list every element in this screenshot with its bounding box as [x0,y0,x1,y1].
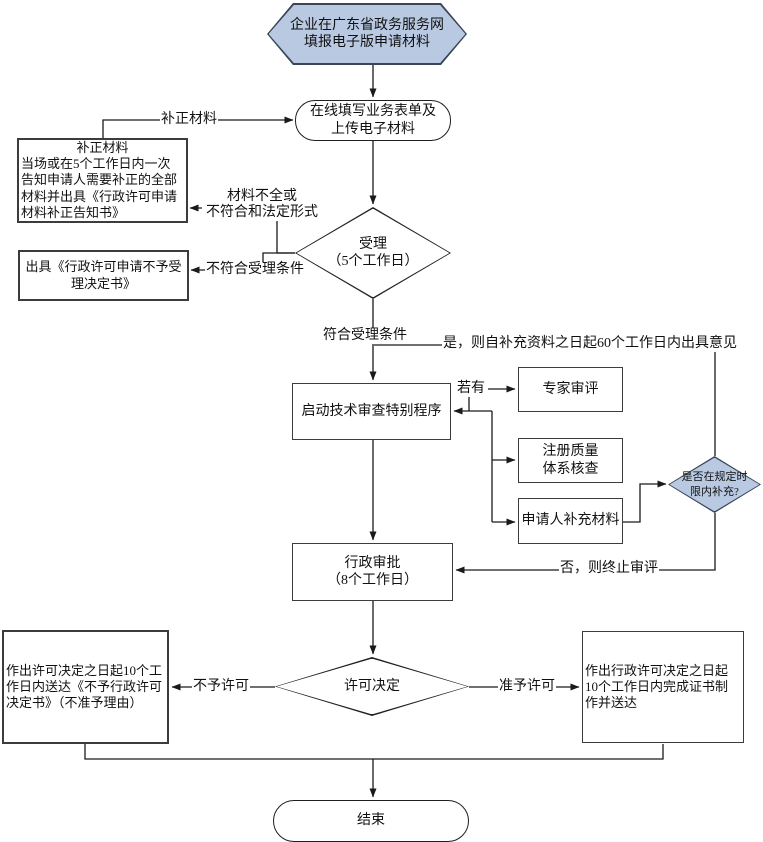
decision-diamond: 许可决定 [275,657,469,716]
online-form-label: 在线填写业务表单及 上传电子材料 [310,104,436,137]
correction-box-body: 当场或在5个工作日内一次 告知申请人需要补正的全部 材料并出具《行政许可申请 材… [21,156,178,220]
connector-supplement-to-timelimit [623,480,667,523]
edge-label-incomplete: 材料不全或 不符合和法定形式 [202,189,322,221]
supplement-box: 申请人补充材料 [518,498,623,544]
decision-diamond-label: 许可决定 [344,678,400,694]
connector-bottom-merge [84,744,664,760]
connector-no-terminate [455,513,716,574]
special-program-box: 启动技术审查特别程序 [292,383,451,440]
edge-label-yes-60days: 是，则自补充资料之日起60个工作日内出具意见 [442,336,738,352]
end-node: 结束 [273,800,469,842]
start-hexagon-fill [268,4,466,64]
connector-correction-loop [102,116,294,140]
edge-label-grant: 准予许可 [498,679,556,695]
deny-result-box: 作出许可决定之日起10个工 作日内送达《不予行政许可 决定书》（不准予理由） [2,630,169,744]
edge-label-not-qualified: 不符合受理条件 [205,262,305,278]
edge-label-correction-materials: 补正材料 [160,112,218,128]
correction-box: 补正材料 当场或在5个工作日内一次 告知申请人需要补正的全部 材料并出具《行政许… [17,138,188,223]
edge-label-qualified: 符合受理条件 [322,328,408,344]
edge-label-no-terminate: 否，则终止审评 [559,561,659,577]
edge-label-deny: 不予许可 [192,679,250,695]
expert-review-label: 专家审评 [542,381,599,397]
grant-result-label: 作出行政许可决定之日起 10个工作日内完成证书制 作并送达 [585,662,729,711]
reject-notice-label: 出具《行政许可申请不予受 理决定书》 [25,259,182,291]
start-hexagon-label: 企业在广东省政务服务网 填报电子版申请材料 [290,17,444,51]
start-hexagon: 企业在广东省政务服务网 填报电子版申请材料 [267,3,467,65]
edge-label-if-any: 若有 [456,381,486,397]
online-form-node: 在线填写业务表单及 上传电子材料 [295,100,451,141]
end-node-label: 结束 [357,813,385,829]
quality-check-box: 注册质量 体系核查 [518,438,623,483]
time-limit-diamond-label: 是否在规定时 限内补充? [681,471,748,498]
deny-result-label: 作出许可决定之日起10个工 作日内送达《不予行政许可 决定书》（不准予理由） [6,662,163,711]
expert-review-box: 专家审评 [518,367,623,412]
supplement-label: 申请人补充材料 [521,513,620,529]
approval-box: 行政审批 （8个工作日） [292,543,453,601]
special-program-label: 启动技术审查特别程序 [301,403,442,419]
time-limit-diamond: 是否在规定时 限内补充? [668,456,761,513]
grant-result-box: 作出行政许可决定之日起 10个工作日内完成证书制 作并送达 [582,631,744,743]
quality-check-label: 注册质量 体系核查 [542,444,599,477]
correction-box-heading: 补正材料 [76,139,129,155]
acceptance-diamond: 受理 （5个工作日） [295,207,451,299]
acceptance-diamond-label: 受理 （5个工作日） [327,236,419,270]
reject-notice-box: 出具《行政许可申请不予受 理决定书》 [18,250,189,301]
approval-label: 行政审批 （8个工作日） [327,555,418,589]
